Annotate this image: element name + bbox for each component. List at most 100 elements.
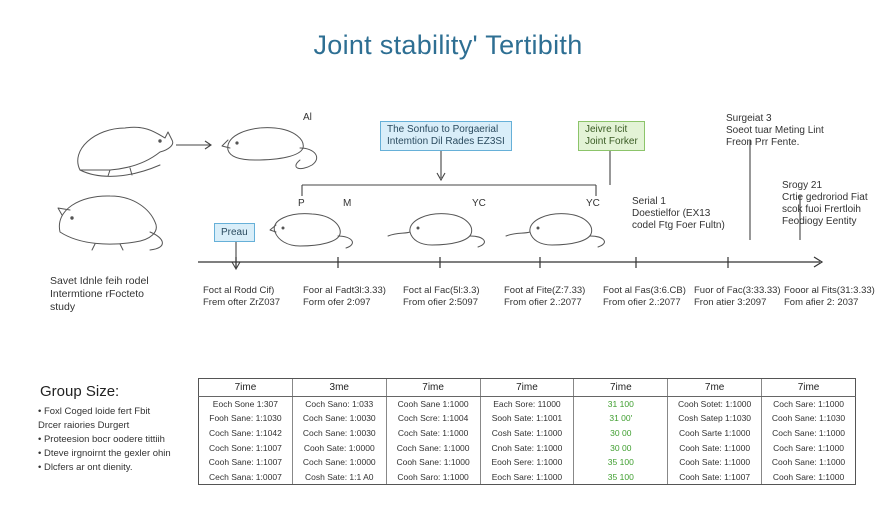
timeline-label-7-a: Fooor al Fits(31:3.33)	[784, 285, 875, 296]
letter-yc-1: YC	[472, 198, 486, 209]
note-top-right-line-3: Freon Prr Fente.	[726, 137, 800, 148]
note-serial-line-3: codel Ftg Foer Fultn)	[632, 220, 725, 231]
note-right-line-3: scok fuoi Frertloih	[782, 204, 861, 215]
timeline-label-7: Fooor al Fits(31:3.33) Fom afier 2: 2037	[784, 285, 875, 309]
table-cell: 30 00	[573, 440, 668, 455]
table-header: 7ime	[385, 378, 481, 397]
letter-yc-2: YC	[586, 198, 600, 209]
rat-illustration-6	[505, 213, 605, 248]
table-cell: Coch Sone: 1:1007	[198, 440, 293, 455]
table-header: 7ime	[198, 378, 293, 397]
table-cell: Coch Sane: 1:1000	[385, 440, 481, 455]
table-cell: Cooh Sane: 1:1000	[761, 454, 856, 470]
rat-illustration-3	[221, 127, 318, 170]
table-row: Fooh Sane: 1:1030 Coch Sane: 1:0030 Coch…	[198, 411, 856, 426]
timeline-label-1-a: Foct al Rodd Cif)	[203, 285, 275, 296]
table-cell: Coch Sano: 1:033	[291, 396, 387, 412]
group-bullet-3: • Proteesion bocr oodere tittiih	[38, 434, 165, 445]
page-title: Joint stability' Tertibith	[313, 30, 583, 60]
letter-p: P	[298, 198, 305, 209]
note-top-right-line-1: Surgeiat 3	[726, 113, 772, 124]
timeline-label-1: Foct al Rodd Cif) Frem ofter ZrZ037	[203, 285, 280, 309]
press-box: Preau	[214, 223, 255, 242]
table-cell: Sooh Sate: 1:1001	[479, 411, 574, 426]
table-row: Coch Sane: 1:1042 Coch Sane: 1:0030 Coch…	[198, 425, 856, 441]
table-cell: Coch Scre: 1:1004	[385, 411, 481, 426]
table-cell: Cosh Sate: 1:1000	[479, 425, 574, 441]
note-serial: Serial 1 Doestielfor (EX13 codel Ftg Foe…	[632, 196, 725, 232]
letter-m: M	[343, 198, 352, 209]
table-cell: 35 100	[573, 454, 668, 470]
group-bullet-4: • Dteve irgnoirnt the gexler ohin	[38, 448, 171, 459]
left-note: Savet Idnle feih rodel Intermtione rFoct…	[50, 275, 149, 314]
joint-box-line-2: Joint Forker	[585, 136, 638, 147]
note-right-line-2: Crtie gedroriod Fiat	[782, 192, 868, 203]
table-cell: Cooh Sane: 1:1030	[761, 411, 856, 426]
note-top-right: Surgeiat 3 Soeot tuar Meting Lint Freon …	[726, 113, 824, 149]
table-cell: Coch Sane: 1:0030	[291, 425, 387, 441]
letter-al: Al	[303, 112, 312, 123]
procedure-box-line-2: Intemtion Dil Rades EZ3SI	[387, 136, 505, 147]
timeline-label-4-a: Foot af Fite(Z:7.33)	[504, 285, 586, 296]
joint-box-line-1: Jeivre Icit	[585, 124, 628, 135]
procedure-box: The Sonfuo to Porgaerial Intemtion Dil R…	[380, 121, 512, 151]
left-note-line-3: study	[50, 301, 76, 313]
timeline-label-2-b: Form ofer 2:097	[303, 297, 371, 308]
table-cell: Cooh Sate: 1:1007	[667, 469, 762, 485]
table-cell: Eooh Sere: 1:1000	[479, 454, 574, 470]
timeline-label-6-a: Fuor of Fac(3:33.33)	[694, 285, 781, 296]
note-serial-line-1: Serial 1	[632, 196, 666, 207]
procedure-box-line-1: The Sonfuo to Porgaerial	[387, 124, 499, 135]
note-serial-line-2: Doestielfor (EX13	[632, 208, 711, 219]
table-cell: Coch Sane: 1:1042	[198, 425, 293, 441]
timeline-label-5-a: Foot al Fas(3:6.CB)	[603, 285, 686, 296]
timeline-label-5-b: From ofier 2.:2077	[603, 297, 681, 308]
timeline-label-3-b: From ofier 2:5097	[403, 297, 478, 308]
group-bullet-2: Drcer raiories Durgert	[38, 420, 130, 431]
group-size-list: • Foxl Coged loide fert Fbit Drcer raior…	[38, 405, 171, 475]
table-cell: 31 00'	[573, 411, 668, 426]
timeline-label-4-b: From ofier 2.:2077	[504, 297, 582, 308]
timeline-label-4: Foot af Fite(Z:7.33) From ofier 2.:2077	[504, 285, 585, 309]
group-bullet-1: • Foxl Coged loide fert Fbit	[38, 406, 151, 417]
timeline-label-2-a: Foor al Fadt3l:3.33)	[303, 285, 386, 296]
table-cell: Eoch Sone 1:307	[198, 396, 293, 412]
timeline-axis	[198, 256, 824, 268]
rat-illustration-1	[77, 126, 174, 177]
table-cell: Cooh Sate: 1:1000	[667, 454, 762, 470]
table-cell: Each Sore: 11000	[479, 396, 574, 412]
note-right: Srogy 21 Crtie gedroriod Fiat scok fuoi …	[782, 180, 868, 228]
timeline-label-6-b: Fron atier 3:2097	[694, 297, 767, 308]
table-cell: Cooh Sare: 1:1000	[761, 469, 856, 485]
table-cell: Coch Sane: 1:0030	[291, 411, 387, 426]
table-row: Eoch Sone 1:307 Coch Sano: 1:033 Cooh Sa…	[198, 396, 856, 412]
table-cell: Fooh Sane: 1:1030	[198, 411, 293, 426]
table-cell: Cooh Sate: 1:1000	[667, 440, 762, 455]
timeline-label-6: Fuor of Fac(3:33.33) Fron atier 3:2097	[694, 285, 781, 309]
rat-illustration-4	[269, 213, 353, 249]
table-cell: Cooh Sane 1:1000	[385, 396, 481, 412]
table-row: Coch Sone: 1:1007 Cooh Sate: 1:0000 Coch…	[198, 440, 856, 455]
table-cell: Cooh Saro: 1:1000	[385, 469, 481, 485]
table-cell: Cooh Sane: 1:1000	[385, 454, 481, 470]
note-right-line-1: Srogy 21	[782, 180, 823, 191]
timeline-label-2: Foor al Fadt3l:3.33) Form ofer 2:097	[303, 285, 386, 309]
table-header: 7ime	[573, 378, 668, 397]
table-cell: Cooh Sane: 1:1007	[198, 454, 293, 470]
table-cell: Cosh Sate: 1:1 A0	[291, 469, 387, 485]
table-cell: Coch Sare: 1:1000	[761, 396, 856, 412]
note-right-line-4: Feodiogy Eentity	[782, 216, 857, 227]
timeline-label-7-b: Fom afier 2: 2037	[784, 297, 859, 308]
left-note-line-2: Intermtione rFocteto	[50, 288, 144, 300]
table-cell: Coch Sate: 1:1000	[385, 425, 481, 441]
timeline-label-1-b: Frem ofter ZrZ037	[203, 297, 281, 308]
table-cell: Cooh Sotet: 1:1000	[667, 396, 762, 412]
rat-illustration-5	[387, 213, 485, 248]
table-cell: Coch Sane: 1:0000	[291, 454, 387, 470]
left-note-line-1: Savet Idnle feih rodel	[50, 275, 149, 287]
timeline-label-5: Foot al Fas(3:6.CB) From ofier 2.:2077	[603, 285, 686, 309]
table-cell: 30 00	[573, 425, 668, 441]
table-cell: Cech Sana: 1:0007	[198, 469, 293, 485]
table-cell: Cosh Satep 1:1030	[667, 411, 762, 426]
